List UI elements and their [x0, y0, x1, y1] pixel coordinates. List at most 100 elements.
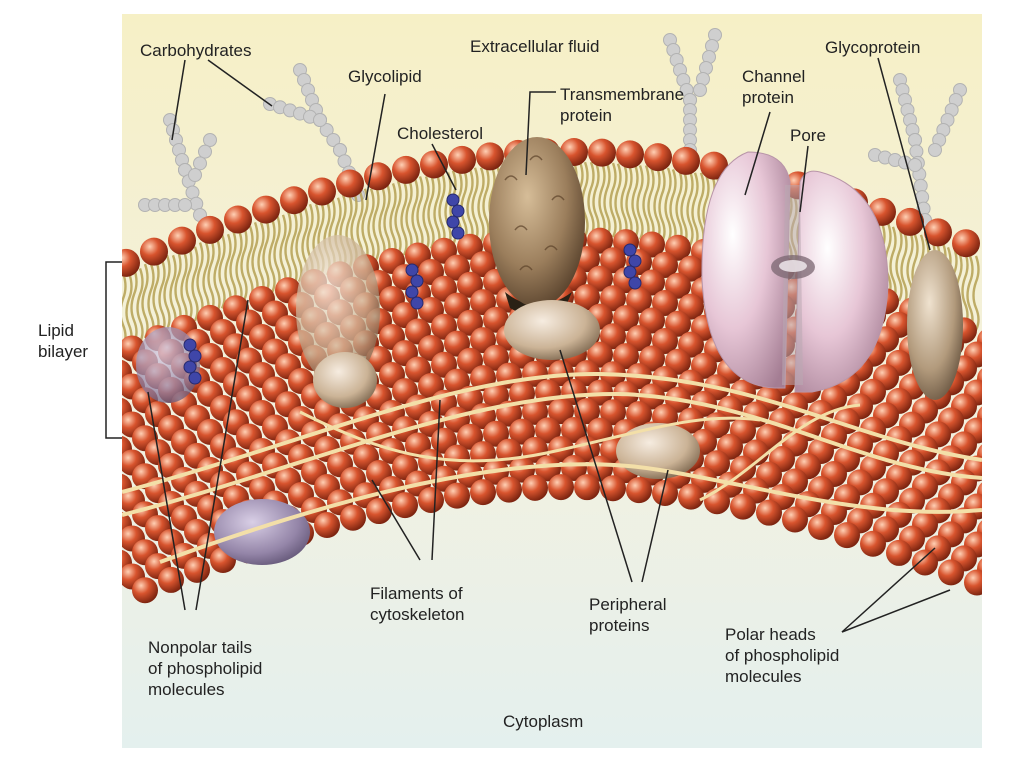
phospholipid-head	[600, 247, 626, 274]
leader-filaments-b	[431, 399, 441, 561]
phospholipid-head	[420, 150, 448, 179]
leader-carbohydrates-b	[207, 59, 273, 107]
phospholipid-head	[600, 323, 626, 350]
label-glycolipid: Glycolipid	[348, 67, 422, 86]
phospholipid-head	[600, 285, 626, 312]
phospholipid-head	[93, 460, 119, 486]
phospholipid-head	[535, 417, 561, 444]
phospholipid-head	[196, 215, 224, 244]
phospholipid-head	[587, 341, 613, 368]
label-extracellular-fluid: Extracellular fluid	[470, 37, 600, 56]
phospholipid-head	[476, 142, 504, 171]
phospholipid-head	[392, 155, 420, 184]
phospholipid-head	[938, 559, 964, 586]
phospholipid-head	[336, 169, 364, 198]
integral-protein-lower	[214, 499, 310, 565]
phospholipid-head	[588, 138, 616, 167]
peripheral-protein-left	[313, 352, 377, 408]
phospholipid-head	[184, 556, 210, 583]
label-filaments-of-cytoskeleton: Filaments of cytoskeleton	[370, 584, 465, 624]
phospholipid-head	[158, 566, 184, 593]
phospholipid-head	[574, 474, 600, 501]
phospholipid-head	[964, 569, 982, 596]
phospholipid-head	[483, 306, 509, 333]
phospholipid-head	[132, 577, 158, 604]
phospholipid-head	[168, 226, 196, 255]
phospholipid-head	[366, 498, 392, 525]
leader-peripheral-b	[641, 469, 669, 583]
label-lipid-bilayer: Lipid bilayer	[38, 321, 89, 361]
carbohydrate-chain	[138, 198, 192, 212]
phospholipid-head	[561, 417, 587, 444]
phospholipid-head	[392, 492, 418, 519]
phospholipid-head	[308, 177, 336, 206]
cholesterol-molecule	[623, 243, 642, 290]
phospholipid-head	[483, 420, 509, 447]
phospholipid-head	[626, 287, 652, 314]
phospholipid-head	[912, 549, 938, 576]
phospholipid-head	[860, 530, 886, 557]
phospholipid-head	[224, 205, 252, 234]
phospholipid-head	[252, 195, 280, 224]
label-pore: Pore	[790, 126, 826, 145]
phospholipid-head	[448, 145, 476, 174]
phospholipid-head	[700, 151, 728, 180]
phospholipid-head	[990, 352, 1016, 378]
leader-pore	[799, 145, 809, 213]
phospholipid-head	[808, 514, 834, 541]
leader-lines	[105, 57, 951, 633]
carbohydrate-chains	[138, 28, 967, 227]
label-transmembrane-protein: Transmembrane protein	[560, 85, 685, 125]
lipid-bilayer-bracket	[105, 261, 122, 439]
carbohydrate-chain	[693, 28, 722, 97]
phospholipid-head	[990, 390, 1016, 416]
phospholipid-head	[496, 476, 522, 503]
phospholipid-head	[418, 486, 444, 513]
leader-cholesterol	[431, 143, 457, 191]
phospholipid-head	[886, 539, 912, 566]
label-cholesterol: Cholesterol	[397, 124, 483, 143]
cholesterol-molecules	[183, 193, 642, 385]
phospholipid-head	[990, 428, 1016, 454]
leader-heads-b	[841, 589, 951, 633]
phospholipid-head	[444, 482, 470, 509]
phospholipid-head	[834, 522, 860, 549]
phospholipid-head	[522, 474, 548, 501]
phospholipid-head	[626, 477, 652, 504]
phospholipid-head	[990, 466, 1016, 492]
phospholipid-head	[140, 237, 168, 266]
carbohydrate-chain	[188, 133, 217, 182]
phospholipid-head	[574, 284, 600, 311]
embedded-protein	[296, 235, 380, 385]
phospholipid-head	[644, 143, 672, 172]
carbohydrate-chain	[868, 148, 922, 172]
channel-protein	[701, 151, 889, 393]
label-channel-protein: Channel protein	[742, 67, 806, 107]
phospholipid-head	[652, 479, 678, 506]
phospholipid-head	[93, 536, 119, 562]
phospholipid-head	[340, 504, 366, 531]
leader-peripheral-a	[559, 349, 633, 583]
leader-carbohydrates-a	[171, 59, 186, 141]
phospholipid-head	[535, 455, 561, 482]
phospholipid-head	[561, 379, 587, 406]
phospholipid-head	[483, 382, 509, 409]
phospholipid-head	[509, 418, 535, 445]
phospholipid-head	[587, 417, 613, 444]
leader-glycoprotein	[877, 57, 931, 251]
phospholipid-head	[672, 146, 700, 175]
phospholipid-head	[587, 455, 613, 482]
leader-filaments-a	[371, 479, 421, 561]
label-cytoplasm: Cytoplasm	[503, 712, 584, 731]
phospholipid-head	[924, 218, 952, 247]
phospholipid-head	[314, 512, 340, 539]
phospholipid-head	[548, 360, 574, 387]
phospholipid-head	[990, 542, 1016, 568]
phospholipid-head	[782, 506, 808, 533]
label-polar-heads: Polar heads of phospholipid molecules	[725, 625, 840, 686]
phospholipid-head	[93, 498, 119, 524]
phospholipid-head	[678, 483, 704, 510]
phospholipid-head	[600, 475, 626, 502]
